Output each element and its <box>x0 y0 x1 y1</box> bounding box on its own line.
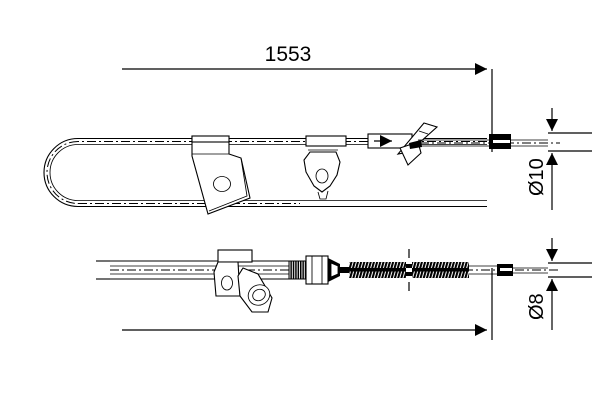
mounting-bracket-upper <box>191 135 251 215</box>
dimension-diameter-10: Ø10 <box>526 108 592 210</box>
dimension-label-diameter-10: Ø10 <box>526 158 548 196</box>
cable-sheath-inner-outline <box>49 144 487 201</box>
lower-left-bend <box>96 260 110 280</box>
dimension-length-bottom <box>122 268 493 340</box>
clip-hole <box>315 168 329 184</box>
tab-shadow <box>409 140 422 149</box>
spring-sleeve <box>349 249 469 291</box>
upper-cable-assembly <box>43 122 560 215</box>
bracket-tab-hole <box>221 275 233 291</box>
eyelet-hole <box>252 288 266 302</box>
adjuster-neck <box>340 267 352 273</box>
cable-collar-upper <box>191 135 230 143</box>
adjuster-hex-body <box>305 255 329 285</box>
bracket-edge-shadow <box>208 157 248 212</box>
lower-end-fitting-bore <box>500 268 512 271</box>
adjuster-cone-face <box>330 262 339 278</box>
angled-tab-upper <box>396 122 439 166</box>
bracket-upper-sleeve <box>217 249 253 263</box>
dimension-label-length: 1553 <box>265 43 312 66</box>
clip-top-sleeve <box>305 135 347 147</box>
centerline-upper-bend <box>46 141 79 204</box>
end-fitting-upper <box>489 134 548 149</box>
threaded-adjuster <box>288 255 352 285</box>
cable-bottom-run-fill <box>110 201 487 206</box>
retaining-clip-upper <box>303 135 347 200</box>
cable-ferrule-upper <box>367 133 413 149</box>
adjuster-knurled-nut <box>288 260 308 280</box>
end-fitting-bore <box>493 140 510 143</box>
dimension-length-1553: 1553 <box>122 43 493 152</box>
bracket-mounting-hole <box>213 176 231 192</box>
lower-cable-assembly <box>110 249 560 313</box>
break-tick-a <box>406 264 412 268</box>
end-fitting-lower <box>497 264 548 276</box>
dimension-diameter-8: Ø8 <box>526 238 592 330</box>
cable-sheath-outline <box>43 137 487 208</box>
eyelet-bracket-lower <box>213 249 273 313</box>
break-gap <box>406 262 412 278</box>
tab-rib <box>418 130 429 135</box>
break-tick-b <box>406 272 412 276</box>
clip-tail <box>317 190 329 200</box>
lower-inner-rod <box>430 265 560 275</box>
dimension-label-diameter-8: Ø8 <box>526 293 548 320</box>
